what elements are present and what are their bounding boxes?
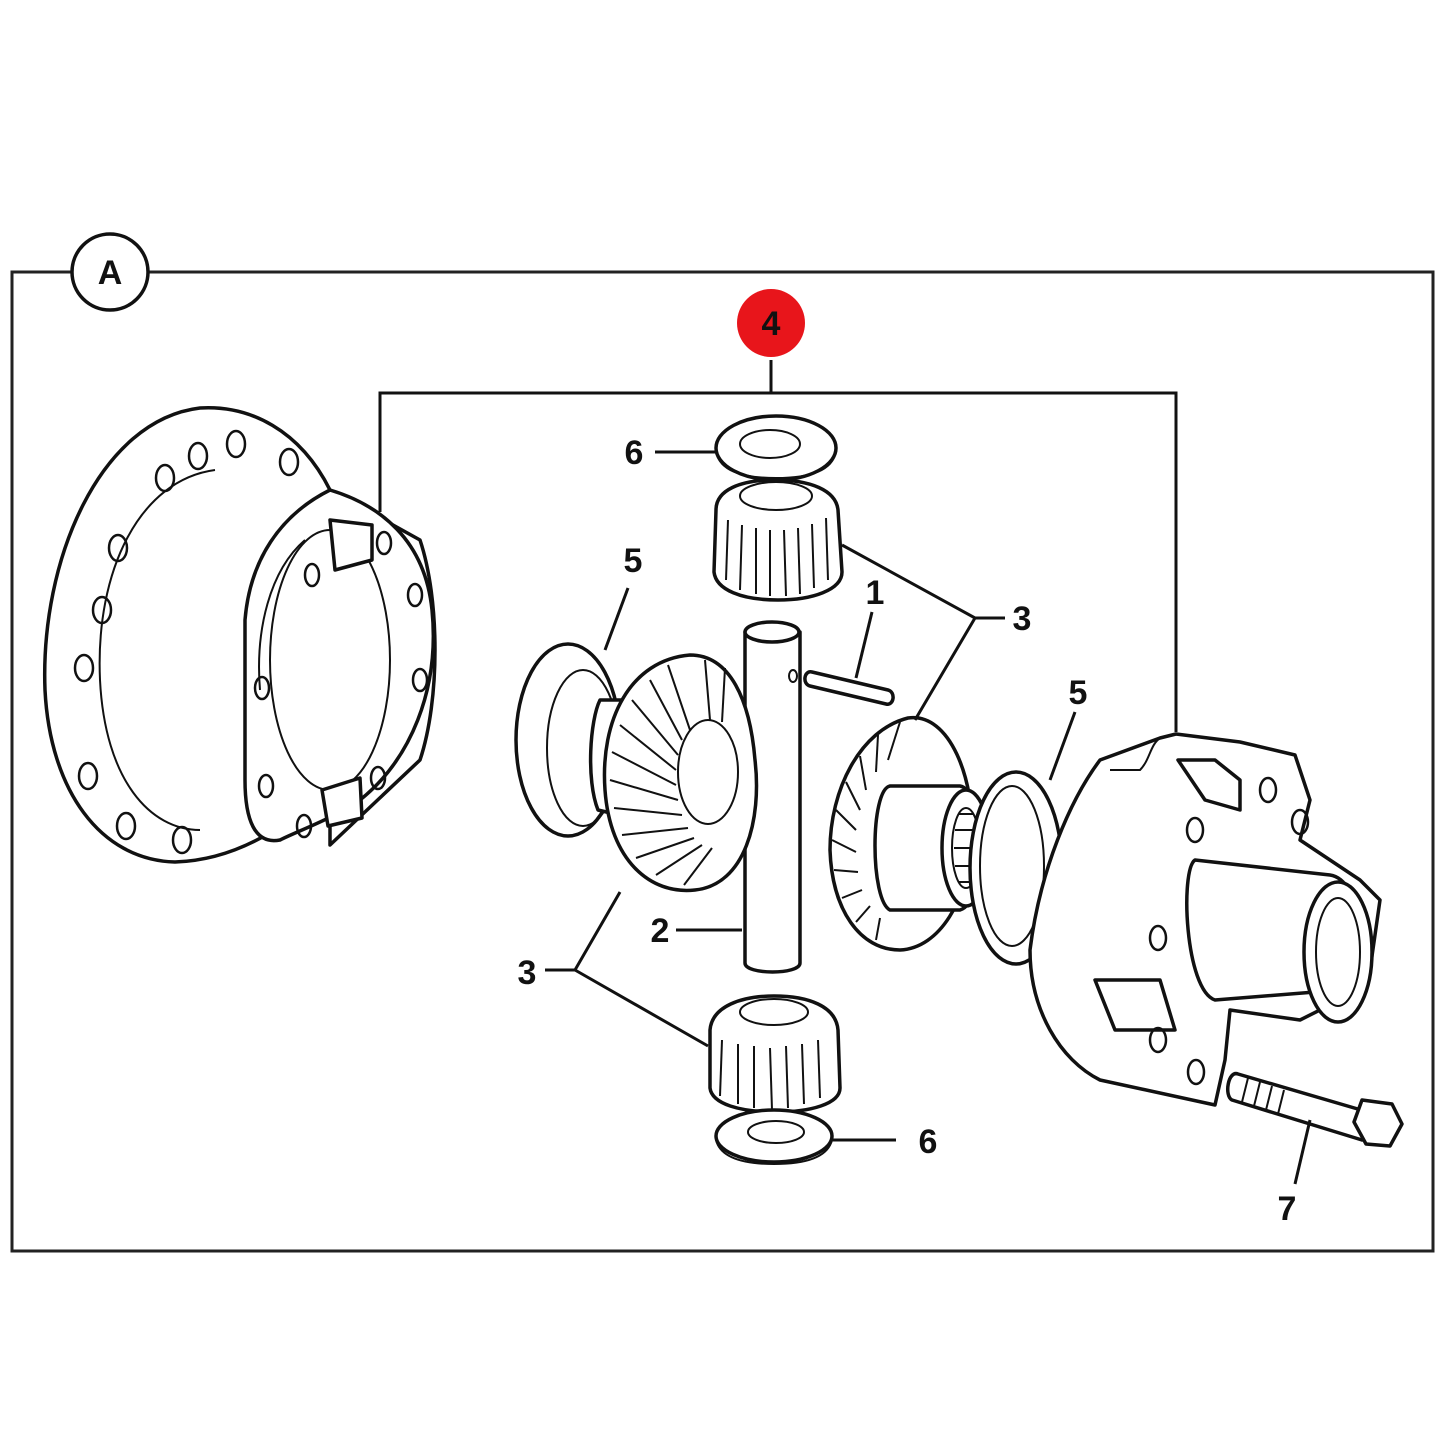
callout-labels: 6 5 1 3 5 2 3 6 7: [518, 434, 1297, 1228]
label-thrust-left: 5: [624, 542, 643, 580]
label-shaft: 2: [651, 912, 670, 950]
thrust-washer-top: [714, 414, 838, 482]
label-thrust-right: 5: [1069, 674, 1088, 712]
label-pin-small: 1: [866, 574, 885, 612]
highlight-circle: [737, 289, 805, 357]
gear-teeth-top: [725, 517, 829, 597]
left-housing: [42, 406, 437, 864]
gear-teeth-right: [831, 721, 901, 941]
pinion-gear-top: [712, 478, 844, 602]
label-bolt: 7: [1278, 1190, 1297, 1228]
cross-shaft: [743, 620, 802, 974]
section-frame: [10, 270, 1435, 1253]
section-badge: A: [70, 232, 150, 312]
label-washer-bottom: 6: [919, 1123, 938, 1161]
bolt-holes-right: [1148, 776, 1310, 1086]
assembly-bracket: [378, 360, 1178, 732]
label-gears-right: 3: [1013, 600, 1032, 638]
gear-teeth-bottom: [719, 1039, 821, 1111]
side-gear-right: [828, 716, 992, 952]
gear-teeth-left: [609, 659, 726, 886]
bolt-holes-left: [73, 429, 429, 855]
label-gears-left: 3: [518, 954, 537, 992]
leader-lines: [545, 450, 1312, 1185]
section-letter: A: [98, 254, 123, 292]
label-washer-top: 6: [625, 434, 644, 472]
lock-pin: [803, 670, 895, 706]
highlight-number: 4: [762, 305, 781, 343]
thrust-washer-bottom: [714, 1108, 834, 1166]
highlight-callout[interactable]: 4: [737, 289, 805, 357]
pinion-gear-bottom: [708, 994, 842, 1114]
side-gear-left: [588, 653, 759, 893]
right-housing: [1028, 732, 1382, 1107]
housing-bolt: [1226, 1072, 1404, 1148]
